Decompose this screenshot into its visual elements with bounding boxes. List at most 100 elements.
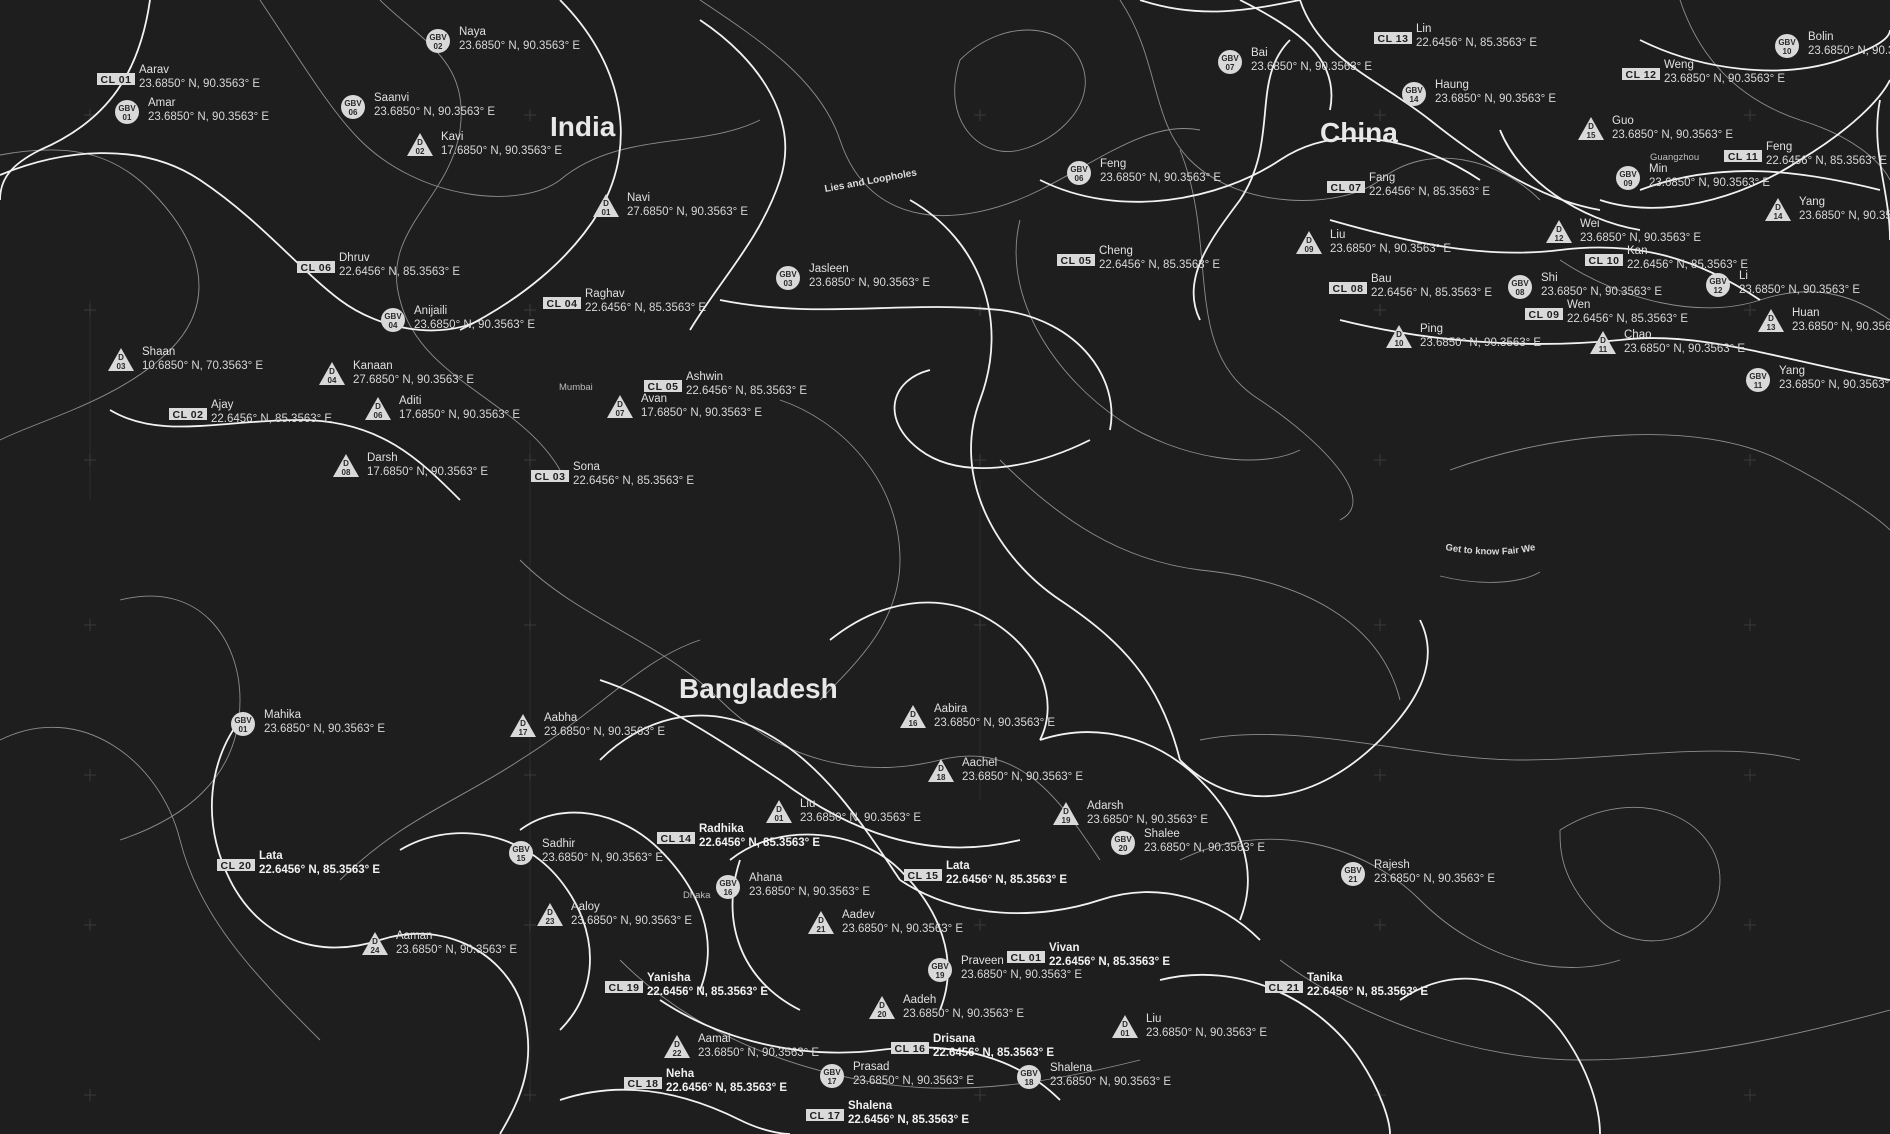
svg-text:23: 23 (546, 917, 555, 926)
marker-name: Haung (1435, 79, 1469, 91)
cl-marker-icon (806, 1109, 844, 1121)
marker-coordinates: 22.6456° N, 85.3563° E (1049, 956, 1170, 968)
marker-coordinates: 22.6456° N, 85.3563° E (848, 1114, 969, 1126)
marker-code: GBV (1778, 38, 1796, 47)
marker-coordinates: 23.6850° N, 90.3563° E (1087, 814, 1208, 826)
city-label-guangzhou: Guangzhou (1650, 152, 1699, 163)
marker-coordinates: 23.6850° N, 90.3563° E (809, 277, 930, 289)
d-marker-icon (900, 705, 926, 728)
marker-coordinates: 23.6850° N, 90.3563° E (1808, 45, 1890, 57)
cl-marker-icon (1585, 254, 1623, 266)
gbv-marker-icon (1402, 82, 1426, 106)
gbv-marker-icon (1067, 161, 1091, 185)
marker-coordinates: 17.6850° N, 90.3563° E (641, 407, 762, 419)
country-labels: India China Bangladesh (550, 111, 1398, 704)
marker-code: GBV (823, 1068, 841, 1077)
marker-name: Wen (1567, 299, 1590, 311)
marker-name: Jasleen (809, 263, 849, 275)
cl-marker-icon (1265, 981, 1303, 993)
gbv-marker-icon (1508, 275, 1532, 299)
marker-name: Cheng (1099, 245, 1133, 257)
marker-code: D (1775, 203, 1781, 212)
marker-name: Aaman (396, 930, 432, 942)
marker-coordinates: 23.6850° N, 90.3563° E (842, 923, 963, 935)
cl-marker-icon (904, 869, 942, 881)
marker-coordinates: 23.6850° N, 90.3563° E (396, 944, 517, 956)
marker-name: Praveen (961, 955, 1004, 967)
marker-code: D (1600, 336, 1606, 345)
marker-name: Yanisha (647, 972, 691, 984)
